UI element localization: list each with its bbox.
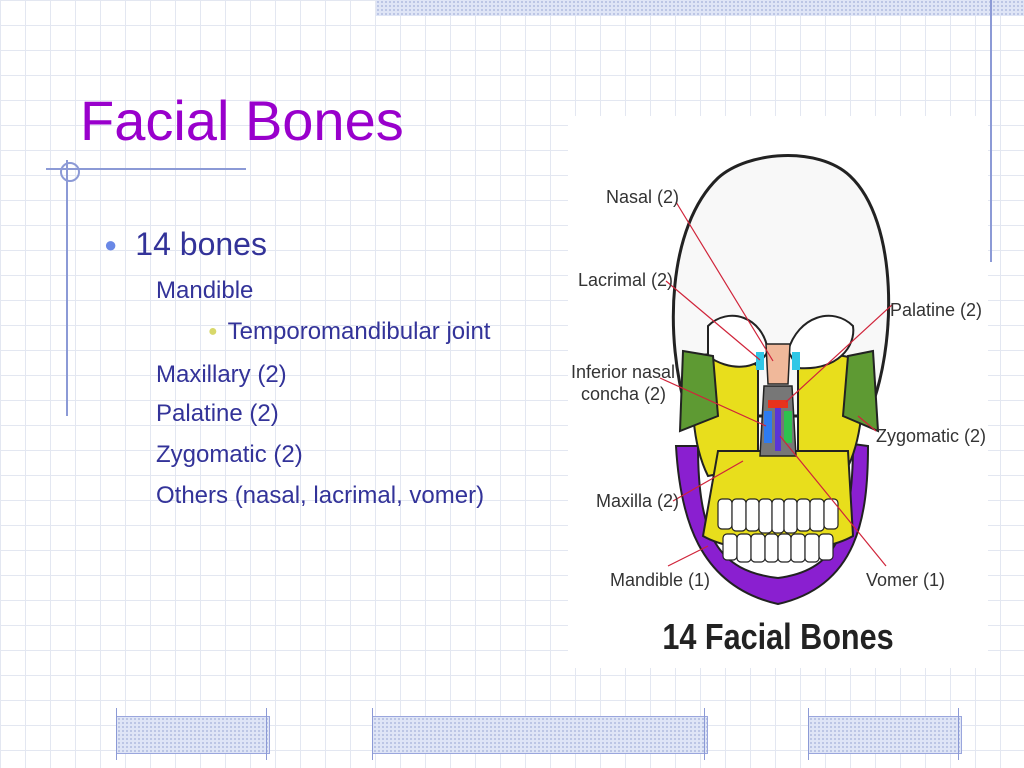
slide-title: Facial Bones — [80, 89, 404, 152]
lacrimal-left-shape — [756, 352, 764, 370]
palatine-shape — [768, 400, 788, 408]
title-underline — [46, 168, 246, 170]
figure-title: 14 Facial Bones — [662, 616, 894, 657]
inferior-concha-right — [784, 411, 792, 443]
corner-circle-decor — [60, 162, 80, 182]
skull-diagram: Nasal (2) Lacrimal (2) Palatine (2) Infe… — [571, 154, 986, 606]
sub-item-mandible: Mandible — [156, 277, 254, 304]
bullet-dot-icon: ● — [104, 231, 118, 257]
label-nasal: Nasal (2) — [606, 187, 679, 207]
skull-figure: Nasal (2) Lacrimal (2) Palatine (2) Infe… — [568, 116, 988, 668]
sub-item-zygomatic: Zygomatic (2) — [156, 441, 303, 468]
label-zygomatic: Zygomatic (2) — [876, 426, 986, 446]
inferior-concha-left — [764, 411, 772, 443]
label-palatine: Palatine (2) — [890, 300, 982, 320]
bottom-decor-tick — [116, 708, 117, 760]
nasal-bone-shape — [765, 343, 791, 385]
sub-sub-item: ● Temporomandibular joint — [208, 318, 490, 346]
bottom-decor-box-right — [808, 716, 962, 754]
sub-bullet-dot-icon: ● — [208, 323, 218, 340]
vomer-shape — [775, 401, 781, 451]
bullet-text: 14 bones — [135, 226, 267, 262]
left-zygomatic-shape — [678, 349, 720, 433]
sub-item-maxillary: Maxillary (2) — [156, 361, 287, 388]
teeth-row — [717, 498, 839, 563]
left-decor-line — [66, 160, 68, 416]
bottom-decor-tick — [372, 708, 373, 760]
sub-item-others: Others (nasal, lacrimal, vomer) — [156, 482, 485, 509]
leader-lines — [659, 201, 894, 567]
bottom-decor-box-left — [116, 716, 270, 754]
label-lacrimal: Lacrimal (2) — [578, 270, 673, 290]
label-mandible: Mandible (1) — [610, 570, 710, 590]
sub-item-palatine: Palatine (2) — [156, 400, 279, 427]
label-inferior-2: concha (2) — [581, 384, 666, 404]
label-vomer: Vomer (1) — [866, 570, 945, 590]
top-decor-band — [376, 0, 1024, 16]
right-decor-line — [990, 0, 992, 262]
bottom-decor-tick — [808, 708, 809, 760]
bottom-decor-box-center — [372, 716, 708, 754]
bottom-decor-tick — [958, 708, 959, 760]
bottom-decor-tick — [266, 708, 267, 760]
label-inferior-1: Inferior nasal — [571, 362, 675, 382]
bullet-item: ● 14 bones — [104, 226, 267, 263]
sub-item-tmj: Temporomandibular joint — [227, 318, 491, 345]
bottom-decor-tick — [704, 708, 705, 760]
label-maxilla: Maxilla (2) — [596, 491, 679, 511]
right-zygomatic-shape — [841, 349, 880, 433]
lacrimal-right-shape — [792, 352, 800, 370]
